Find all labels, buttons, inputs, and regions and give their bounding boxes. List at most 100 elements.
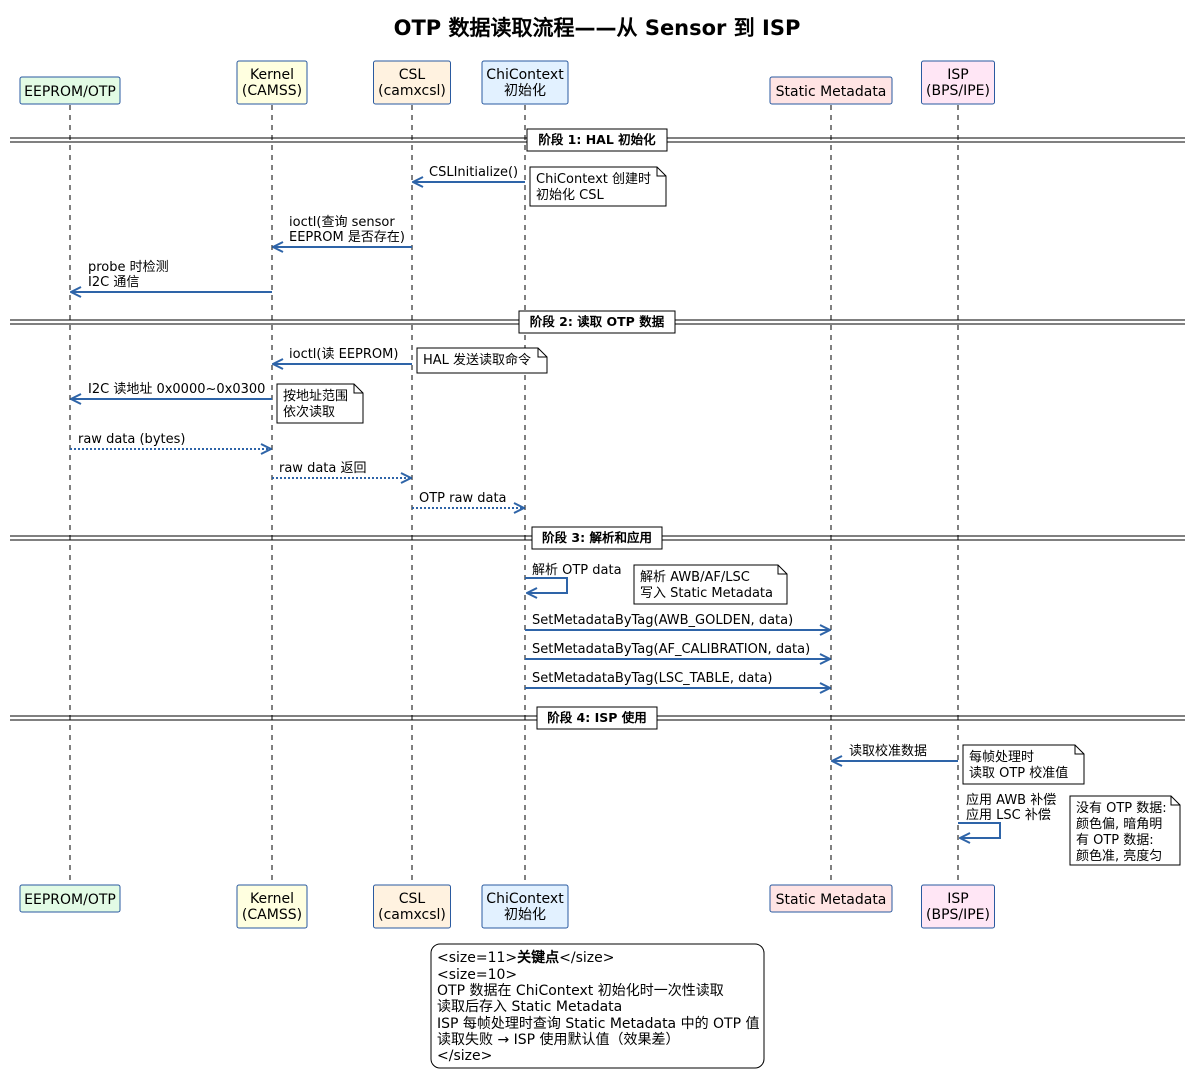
note: HAL 发送读取命令 [416,347,548,374]
note-fold [1170,796,1180,806]
participant-box [236,60,308,105]
note-text: ChiContext 创建时 [536,172,651,187]
participant-box [19,884,121,913]
participant-label: (CAMSS) [242,907,302,923]
message: raw data 返回 [272,461,411,478]
participant-label: 初始化 [504,82,546,99]
participant-label: ISP [947,891,968,907]
message: SetMetadataByTag(AF_CALIBRATION, data) [525,642,830,659]
participant-bottom: Kernel(CAMSS) [236,884,308,929]
message-label: raw data 返回 [279,461,367,476]
participant-bottom: EEPROM/OTP [19,884,121,913]
phase-label: 阶段 3: 解析和应用 [542,530,652,545]
message: I2C 读地址 0x0000~0x0300 [71,382,272,399]
phase-label-box [531,526,663,550]
message-label: 应用 LSC 补偿 [966,807,1051,823]
message-label: SetMetadataByTag(LSC_TABLE, data) [532,671,773,686]
phase-label-box [518,310,676,334]
svg-text:<size=11>关键点</size>: <size=11>关键点</size> [437,949,614,966]
note-fold [656,167,666,177]
participant-box [481,60,569,105]
note-text: 每帧处理时 [969,749,1034,765]
key-note-line: </size> [437,1048,492,1064]
note-text: 颜色偏, 暗角明 [1076,816,1162,832]
participant-label: (camxcsl) [378,907,446,923]
participant-label: EEPROM/OTP [24,84,116,100]
message: SetMetadataByTag(AWB_GOLDEN, data) [525,613,830,630]
message: 读取校准数据 [832,743,958,761]
participant-label: ChiContext [486,891,564,907]
key-note-size-open: <size=11> [437,950,517,966]
note-box [1069,795,1181,866]
phase-label-box [526,128,668,152]
self-message-arrow [525,577,568,593]
participant-top: Static Metadata [769,76,893,105]
participant-box [921,60,995,105]
message-label: SetMetadataByTag(AWB_GOLDEN, data) [532,613,793,628]
phase-label: 阶段 2: 读取 OTP 数据 [530,314,665,329]
key-note-line: OTP 数据在 ChiContext 初始化时一次性读取 [437,982,724,999]
message: raw data (bytes) [70,432,271,449]
message: OTP raw data [412,491,524,508]
note-fold [353,384,363,394]
note-text: 有 OTP 数据: [1076,833,1154,848]
message-label: ioctl(读 EEPROM) [289,347,398,362]
phase-label-box [536,706,658,730]
message-label: 解析 OTP data [532,563,622,578]
lifelines [69,105,959,885]
participant-label: CSL [399,67,426,83]
message-label: I2C 读地址 0x0000~0x0300 [88,382,265,397]
participant-bottom: ISP(BPS/IPE) [921,884,995,929]
phase-label: 阶段 1: HAL 初始化 [538,132,656,147]
key-note-line: ISP 每帧处理时查询 Static Metadata 中的 OTP 值 [437,1016,760,1032]
participant-label: EEPROM/OTP [24,892,116,908]
participant-top: Kernel(CAMSS) [236,60,308,105]
participant-box [769,884,893,913]
note-fold [1074,745,1084,755]
participant-top: CSL(camxcsl) [373,60,451,105]
participant-bottom: Static Metadata [769,884,893,913]
participant-label: Kernel [250,891,294,907]
phase-label: 阶段 4: ISP 使用 [547,710,647,725]
key-note-size-close: </size> [559,950,614,966]
note-box [529,166,667,207]
participant-box [373,60,451,105]
note-text: 初始化 CSL [536,188,604,203]
note-text: 写入 Static Metadata [640,586,773,601]
message-label: ioctl(查询 sensor [289,215,395,230]
note-box [962,744,1085,785]
self-message-arrow [958,822,1001,838]
message-label: SetMetadataByTag(AF_CALIBRATION, data) [532,642,810,657]
participant-box [19,76,121,105]
participant-label: 初始化 [504,906,546,923]
participants: EEPROM/OTPKernel(CAMSS)CSL(camxcsl)ChiCo… [19,60,995,929]
message: CSLInitialize() [413,165,525,182]
message-label: probe 时检测 [88,260,169,275]
message-label: CSLInitialize() [429,165,518,180]
key-note-line: <size=10> [437,967,517,983]
message-label: EEPROM 是否存在) [289,230,405,245]
participant-top: ISP(BPS/IPE) [921,60,995,105]
message: SetMetadataByTag(LSC_TABLE, data) [525,671,830,688]
participant-bottom: CSL(camxcsl) [373,884,451,929]
note-fold [537,348,547,358]
note-fold [777,565,787,575]
message-label: 应用 AWB 补偿 [966,792,1056,808]
participant-box [236,884,308,929]
participant-label: ISP [947,67,968,83]
note-text: 依次读取 [283,404,335,420]
message-label: raw data (bytes) [78,432,185,447]
participant-label: (BPS/IPE) [926,907,990,923]
